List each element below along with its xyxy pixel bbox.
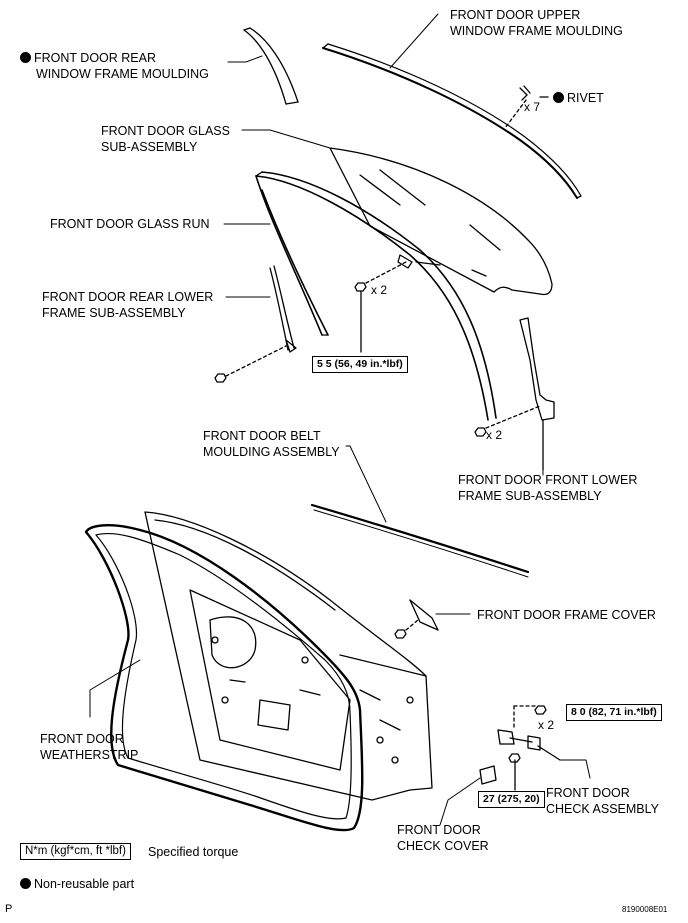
- check-assembly-part: [497, 705, 561, 791]
- weatherstrip-label: FRONT DOOR WEATHERSTRIP: [40, 731, 138, 763]
- check-assembly-line1: FRONT DOOR: [546, 786, 630, 800]
- glass-bolt-part: [354, 261, 407, 353]
- check-cover-line2: CHECK COVER: [397, 839, 489, 853]
- belt-moulding-label: FRONT DOOR BELT MOULDING ASSEMBLY: [203, 428, 340, 460]
- check-cover-line1: FRONT DOOR: [397, 823, 481, 837]
- check-assembly-line2: CHECK ASSEMBLY: [546, 802, 660, 816]
- legend-torque-box: N*m (kgf*cm, ft *lbf): [20, 843, 131, 860]
- front-lower-frame-label: FRONT DOOR FRONT LOWER FRAME SUB-ASSEMBL…: [458, 472, 637, 504]
- nonreusable-dot-icon: [553, 92, 564, 103]
- front-lower-frame-line2: FRAME SUB-ASSEMBLY: [458, 489, 602, 503]
- rivet-part: [504, 85, 549, 129]
- upper-moulding-line2: WINDOW FRAME MOULDING: [450, 24, 623, 38]
- legend-nonreusable: Non-reusable part: [20, 876, 134, 892]
- rear-moulding-line1: FRONT DOOR REAR: [20, 50, 209, 66]
- frame-cover-label: FRONT DOOR FRAME COVER: [477, 608, 656, 622]
- front-lower-bolt-qty: x 2: [486, 428, 503, 442]
- rear-lower-frame-part: [214, 265, 297, 383]
- upper-moulding-line1: FRONT DOOR UPPER: [450, 8, 581, 22]
- glass-bolt-torque: 5 5 (56, 49 in.*lbf): [312, 356, 408, 373]
- weatherstrip-line1: FRONT DOOR: [40, 732, 124, 746]
- rivet-label: RIVET: [553, 90, 604, 106]
- belt-moulding-line2: MOULDING ASSEMBLY: [203, 445, 340, 459]
- weatherstrip-part: [84, 524, 364, 832]
- rear-lower-frame-line1: FRONT DOOR REAR LOWER: [42, 290, 214, 304]
- belt-moulding-part: [310, 503, 530, 578]
- glass-run-label: FRONT DOOR GLASS RUN: [50, 217, 210, 231]
- legend-torque-text: Specified torque: [148, 845, 239, 859]
- footer-right: 8190008E01: [622, 905, 668, 914]
- glass-label: FRONT DOOR GLASS SUB-ASSEMBLY: [101, 123, 230, 155]
- nonreusable-dot-icon: [20, 878, 31, 889]
- check-screw-torque: 27 (275, 20): [478, 791, 545, 808]
- weatherstrip-line2: WEATHERSTRIP: [40, 748, 139, 762]
- door-shell-part: [144, 511, 433, 801]
- nonreusable-dot-icon: [20, 52, 31, 63]
- upper-window-frame-moulding-part: [322, 43, 582, 199]
- front-lower-frame-part: [474, 317, 555, 471]
- rivet-qty: x 7: [524, 100, 541, 114]
- check-assembly-label: FRONT DOOR CHECK ASSEMBLY: [546, 785, 659, 817]
- check-cover-part: [479, 765, 497, 785]
- glass-line1: FRONT DOOR GLASS: [101, 124, 230, 138]
- glass-run-part: [255, 171, 497, 421]
- glass-line2: SUB-ASSEMBLY: [101, 140, 198, 154]
- upper-moulding-label: FRONT DOOR UPPER WINDOW FRAME MOULDING: [450, 7, 623, 39]
- rear-lower-frame-line2: FRAME SUB-ASSEMBLY: [42, 306, 186, 320]
- rear-moulding-line2: WINDOW FRAME MOULDING: [36, 67, 209, 81]
- rear-lower-frame-label: FRONT DOOR REAR LOWER FRAME SUB-ASSEMBLY: [42, 289, 213, 321]
- rear-moulding-label: FRONT DOOR REAR WINDOW FRAME MOULDING: [20, 50, 209, 82]
- front-lower-frame-line1: FRONT DOOR FRONT LOWER: [458, 473, 638, 487]
- leader-lines: [89, 13, 591, 826]
- door-glass-part: [329, 147, 553, 296]
- belt-moulding-line1: FRONT DOOR BELT: [203, 429, 321, 443]
- rear-window-frame-moulding-part: [243, 27, 299, 105]
- glass-bolt-qty: x 2: [371, 283, 388, 297]
- check-cover-label: FRONT DOOR CHECK COVER: [397, 822, 489, 854]
- footer-left: P: [5, 903, 13, 915]
- check-bolt-qty: x 2: [538, 718, 555, 732]
- frame-cover-part: [394, 599, 439, 639]
- check-bolt-torque: 8 0 (82, 71 in.*lbf): [566, 704, 662, 721]
